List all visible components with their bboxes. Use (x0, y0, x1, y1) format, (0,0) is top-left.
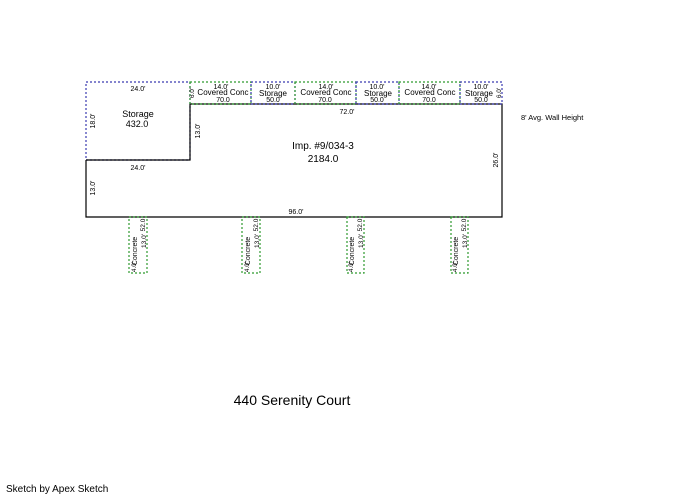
concrete-4-label: Concrete (453, 237, 460, 266)
concrete-strip-4 (450, 216, 469, 274)
main-building-outline (85, 103, 503, 218)
strip-4-area: 50.0 (370, 97, 384, 104)
concrete-strip-4-labels: 4.0' Concrete 13.0' 52.0 (452, 218, 469, 272)
concrete-2-width: 4.0' (244, 262, 251, 272)
strip-4-width: 10.0' (370, 84, 385, 91)
concrete-1-label: Concrete (132, 237, 139, 266)
concrete-strip-2 (241, 216, 261, 274)
strip-3-width: 14.0' (319, 84, 334, 91)
strip-6-area: 50.0 (474, 97, 488, 104)
concrete-4-width: 4.0' (452, 262, 459, 272)
storage-bottom-dimension: 24.0' (131, 165, 146, 172)
strip-3-label: Covered Conc (300, 88, 351, 97)
main-bottom-dimension: 96.0' (289, 209, 304, 216)
storage-name: Storage (122, 109, 154, 119)
concrete-3-area: 52.0 (357, 218, 364, 231)
top-strips (189, 81, 503, 105)
sketch-credit: Sketch by Apex Sketch (6, 484, 109, 495)
concrete-strip-3-labels: 4.0' Concrete 13.0' 52.0 (348, 218, 365, 272)
strip-2-width: 10.0' (266, 84, 281, 91)
top-strip-labels: 14.0' Covered Conc 70.0 10.0' Storage 50… (197, 84, 493, 104)
strip-side-dimension-left: 6.0' (189, 88, 196, 98)
strip-2-area: 50.0 (266, 97, 280, 104)
concrete-strip-3 (346, 216, 365, 274)
main-right-dimension: 26.0' (493, 153, 500, 168)
strip-5-label: Covered Conc (404, 88, 455, 97)
concrete-1-area: 52.0 (140, 218, 147, 231)
storage-strip-3 (459, 81, 503, 105)
storage-strip-2 (355, 81, 400, 105)
strip-side-dimension-right: 6.0' (496, 88, 503, 98)
storage-area: 432.0 (126, 119, 149, 129)
concrete-strip-1 (128, 216, 148, 274)
concrete-1-length: 13.0' (141, 234, 148, 248)
step-vertical-dimension: 13.0' (195, 124, 202, 139)
main-top-dimension: 72.0' (340, 109, 355, 116)
strip-3-area: 70.0 (318, 97, 332, 104)
strip-4-label: Storage (364, 89, 393, 98)
concrete-4-area: 52.0 (461, 218, 468, 231)
main-area-name: Imp. #9/034-3 (292, 141, 354, 152)
concrete-3-length: 13.0' (358, 234, 365, 248)
main-left-lower-dimension: 13.0' (90, 181, 97, 196)
concrete-2-length: 13.0' (254, 234, 261, 248)
concrete-strip-2-labels: 4.0' Concrete 13.0' 52.0 (244, 218, 261, 272)
concrete-1-width: 4.0' (131, 262, 138, 272)
concrete-strip-1-labels: 4.0' Concrete 13.0' 52.0 (131, 218, 148, 272)
storage-strip-1 (250, 81, 296, 105)
storage-left-dimension: 18.0' (90, 114, 97, 129)
strip-1-area: 70.0 (216, 97, 230, 104)
property-address: 440 Serenity Court (233, 392, 351, 408)
wall-height-note: 8' Avg. Wall Height (521, 113, 584, 122)
strip-6-label: Storage (465, 89, 494, 98)
main-area-value: 2184.0 (308, 154, 339, 165)
strip-1-label: Covered Conc (197, 88, 248, 97)
strip-5-width: 14.0' (422, 84, 437, 91)
strip-2-label: Storage (259, 89, 288, 98)
concrete-3-label: Concrete (349, 237, 356, 266)
strip-5-area: 70.0 (422, 97, 436, 104)
covered-conc-strip-2 (294, 81, 357, 105)
concrete-3-width: 4.0' (348, 262, 355, 272)
bottom-strips (128, 216, 469, 274)
strip-1-width: 14.0' (214, 84, 229, 91)
storage-top-dimension: 24.0' (131, 86, 146, 93)
concrete-2-area: 52.0 (253, 218, 260, 231)
concrete-4-length: 13.0' (462, 234, 469, 248)
strip-6-width: 10.0' (474, 84, 489, 91)
concrete-2-label: Concrete (245, 237, 252, 266)
